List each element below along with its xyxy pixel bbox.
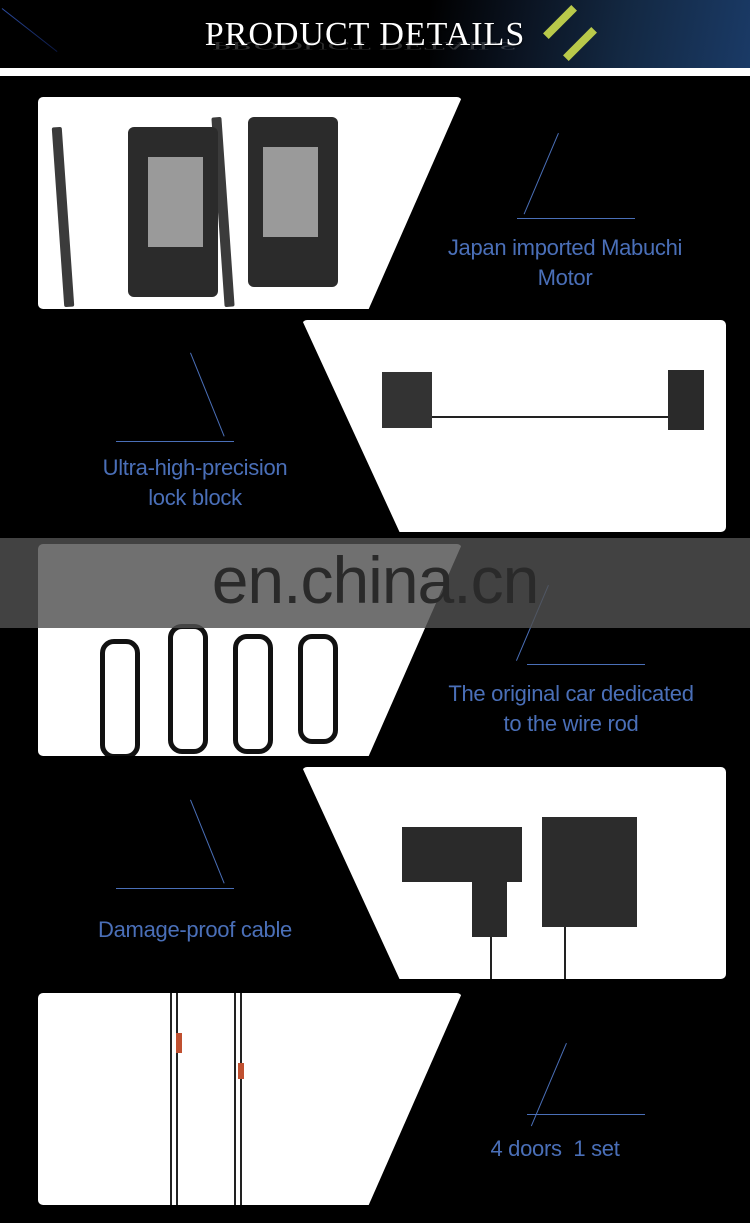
accent-line	[116, 888, 234, 889]
harness	[100, 639, 140, 756]
caption-lock-block: Ultra-high-precision lock block	[102, 455, 288, 510]
caption-damage-proof: Damage-proof cable	[98, 917, 292, 942]
accent-line	[190, 352, 225, 437]
actuator-module	[542, 817, 637, 927]
metal-plate	[263, 147, 318, 237]
product-image-cable	[302, 767, 726, 979]
cable	[564, 927, 566, 979]
accent-line	[527, 664, 645, 665]
metal-plate	[148, 157, 203, 247]
caption-motor: Japan imported Mabuchi Motor	[447, 235, 683, 290]
caption-wire-rod: The original car dedicated to the wire r…	[448, 681, 694, 736]
product-image-lock-block	[302, 320, 726, 532]
product-image-motor	[38, 97, 462, 309]
page-title: PRODUCT DETAILS	[204, 16, 526, 53]
cable	[490, 937, 492, 979]
accent-line	[190, 799, 225, 884]
cable	[170, 993, 172, 1205]
caption-set: 4 doors 1 set	[490, 1136, 620, 1161]
accent-line	[116, 441, 234, 442]
actuator-module	[472, 877, 507, 937]
header-banner-image	[430, 0, 750, 68]
accent-line	[527, 1114, 645, 1115]
cable-end	[238, 1063, 244, 1079]
product-image-set	[38, 993, 462, 1205]
title-reflection: PRODUCT DETAILS	[212, 39, 518, 52]
cable	[176, 993, 178, 1205]
lock-body-left	[382, 372, 432, 428]
cable	[432, 416, 672, 418]
cable	[240, 993, 242, 1205]
product-details-header: PRODUCT DETAILS PRODUCT DETAILS	[0, 0, 750, 68]
harness	[233, 634, 273, 754]
watermark-text: en.china.cn	[211, 543, 540, 617]
lock-body-right	[668, 370, 704, 430]
actuator-module	[402, 827, 522, 882]
header-divider	[0, 68, 750, 76]
rod	[51, 126, 75, 308]
cable-end	[176, 1033, 182, 1053]
watermark-band: en.china.cn	[0, 538, 750, 628]
harness	[168, 624, 208, 754]
harness	[298, 634, 338, 744]
cable	[234, 993, 236, 1205]
accent-line	[523, 133, 559, 215]
accent-line	[517, 218, 635, 219]
